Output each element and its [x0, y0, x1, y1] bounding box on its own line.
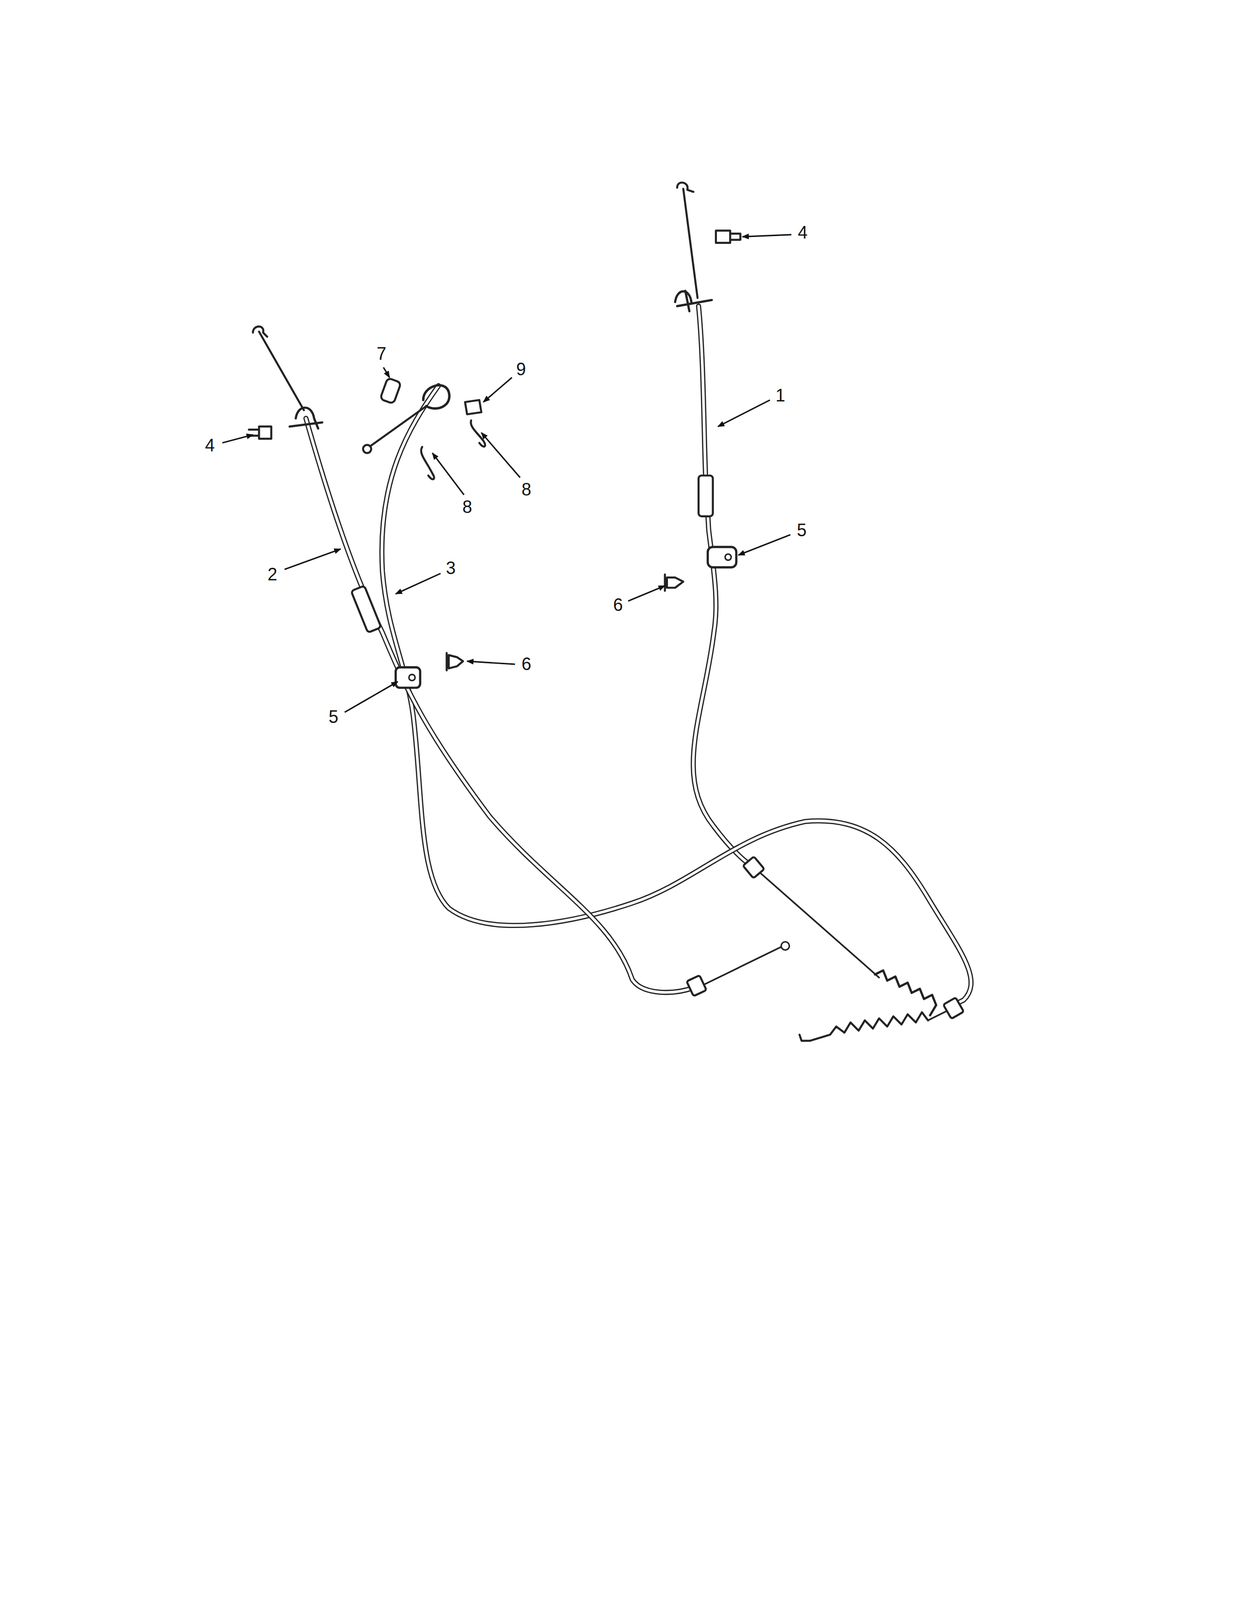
callout-number: 3 [445, 559, 456, 577]
callout-number: 8 [462, 498, 473, 516]
callout-number: 2 [267, 565, 278, 584]
callout-number: 6 [613, 596, 623, 614]
callout-number: 6 [521, 655, 532, 673]
callout-number: 9 [516, 360, 526, 379]
callout-number: 5 [328, 708, 339, 726]
callout-number: 1 [775, 386, 786, 405]
callout-number: 7 [376, 345, 387, 363]
callout-number: 5 [796, 521, 807, 539]
callout-number: 4 [205, 436, 215, 455]
leader-lines [222, 234, 792, 713]
callout-number: 8 [521, 480, 532, 499]
callout-number: 4 [797, 223, 808, 242]
